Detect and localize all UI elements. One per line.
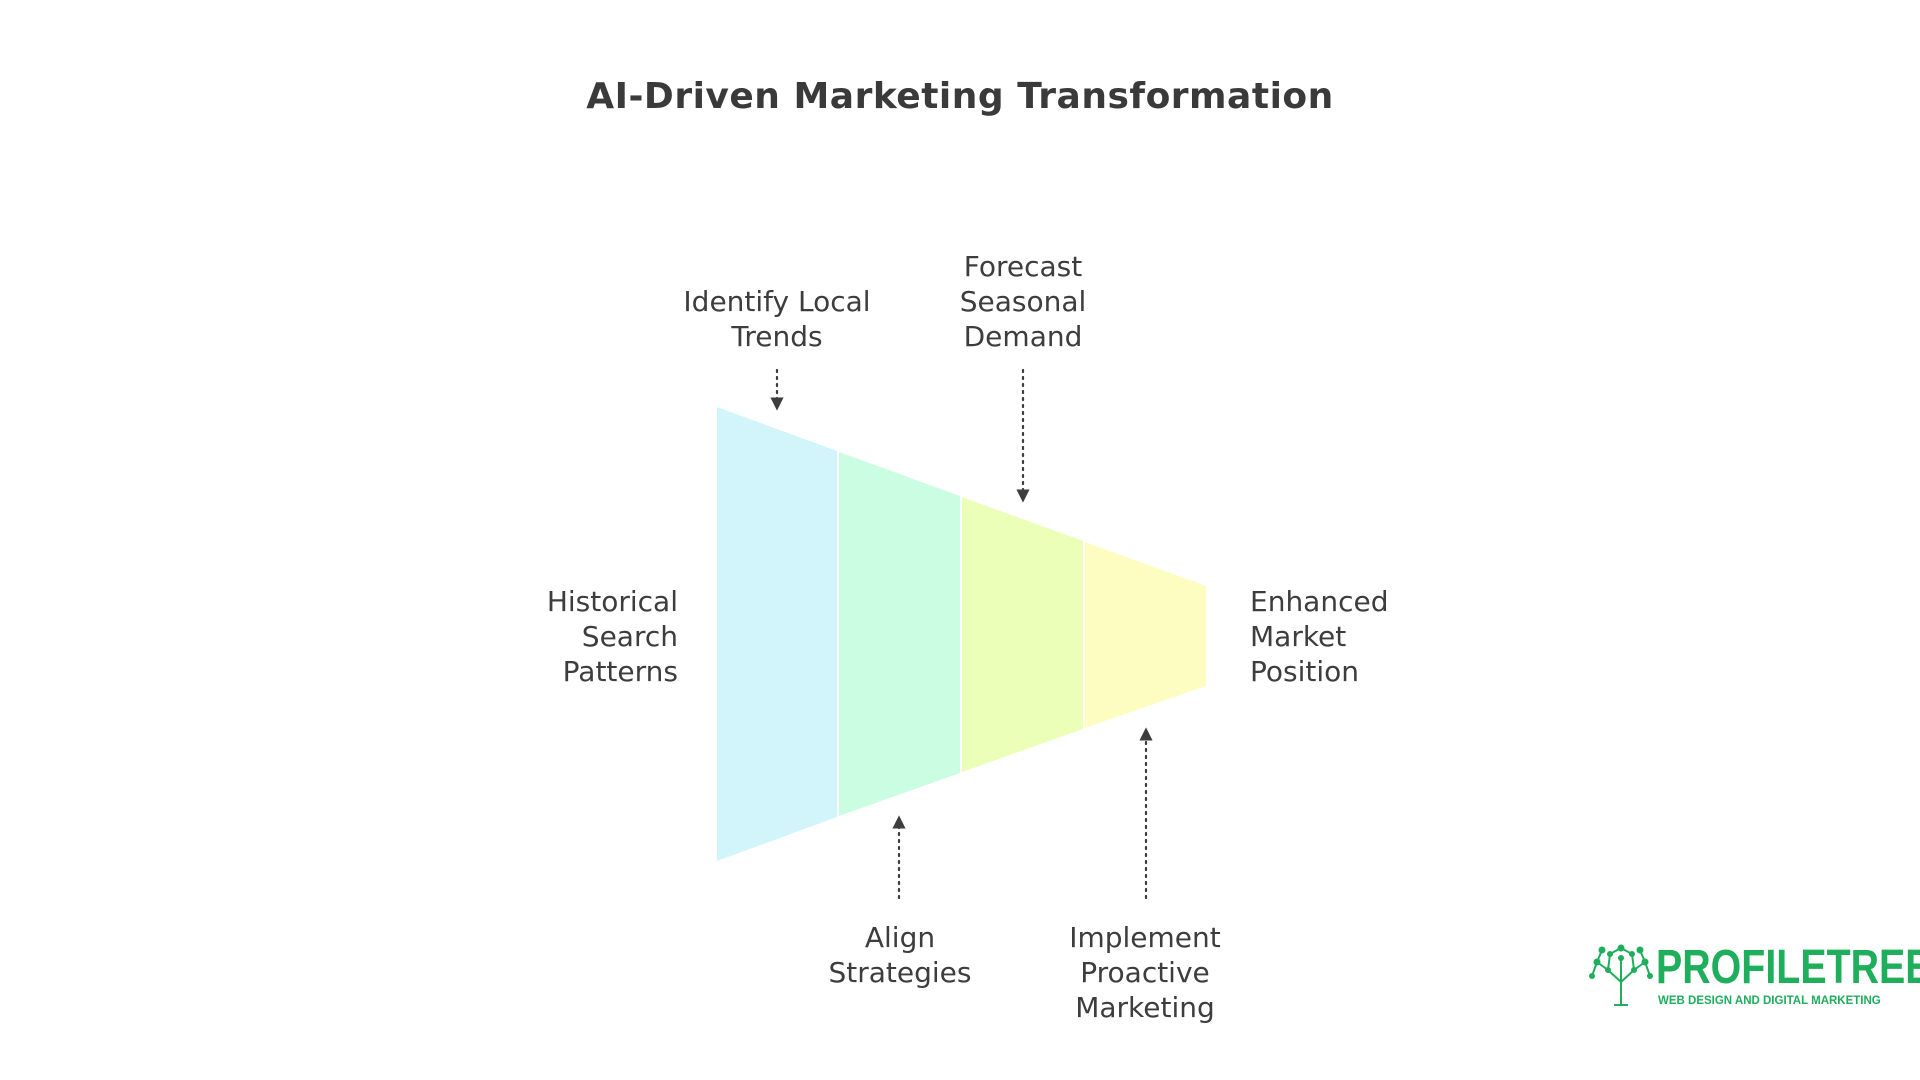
funnel-segment-2 [839, 452, 960, 816]
profiletree-logo: PROFILETREE WEB DESIGN AND DIGITAL MARKE… [1588, 942, 1920, 1012]
label-forecast-seasonal-demand: Forecast Seasonal Demand [959, 250, 1087, 353]
funnel-segment-1 [717, 407, 837, 861]
tree-logo-icon [1589, 944, 1653, 1006]
funnel-segment-3 [962, 497, 1083, 772]
label-identify-local-trends: Identify Local Trends [683, 285, 871, 353]
funnel-segment-4 [1085, 542, 1206, 728]
logo-wordmark: PROFILETREE [1656, 941, 1920, 994]
label-historical-search-patterns: Historical Search Patterns [546, 585, 678, 688]
label-enhanced-market-position: Enhanced Market Position [1250, 585, 1389, 688]
diagram-title: AI-Driven Marketing Transformation [586, 76, 1334, 117]
label-implement-proactive-marketing: Implement Proactive Marketing [1069, 921, 1221, 1024]
logo-tagline: WEB DESIGN AND DIGITAL MARKETING [1658, 995, 1881, 1007]
label-align-strategies: Align Strategies [828, 921, 972, 989]
